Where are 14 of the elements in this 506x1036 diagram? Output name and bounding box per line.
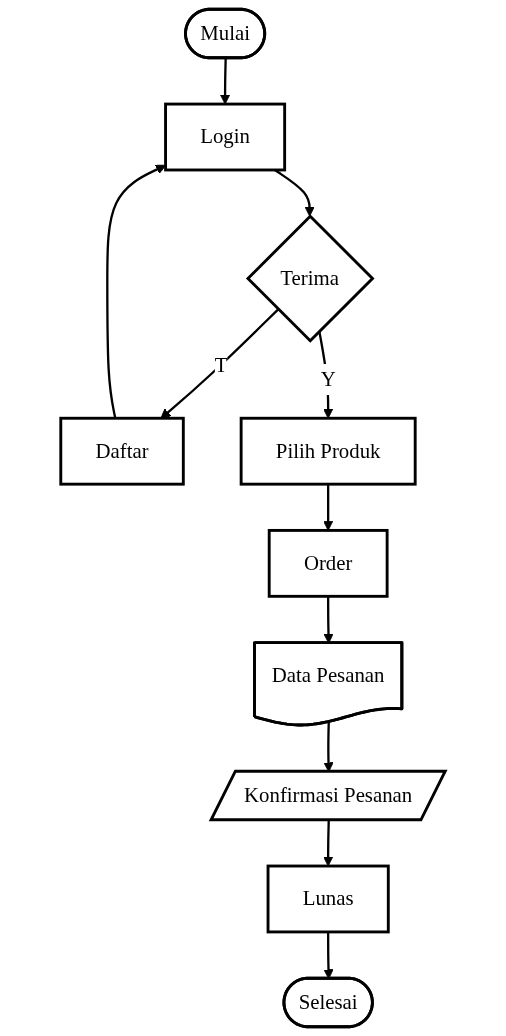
- edge-label: Y: [320, 367, 336, 391]
- node-box: Lunas: [266, 864, 390, 934]
- arrow: [160, 308, 279, 419]
- node-box: Order: [267, 528, 389, 598]
- node-box: Login: [164, 102, 287, 172]
- node-box: Pilih Produk: [239, 416, 417, 486]
- arrow: [220, 58, 231, 105]
- edge-label: T: [214, 353, 228, 377]
- arrow: [323, 484, 334, 531]
- node-box: Daftar: [59, 416, 185, 486]
- node-diamond: Terima: [245, 214, 375, 343]
- arrow: [106, 164, 166, 419]
- arrow: [323, 820, 334, 867]
- arrow: [274, 169, 315, 217]
